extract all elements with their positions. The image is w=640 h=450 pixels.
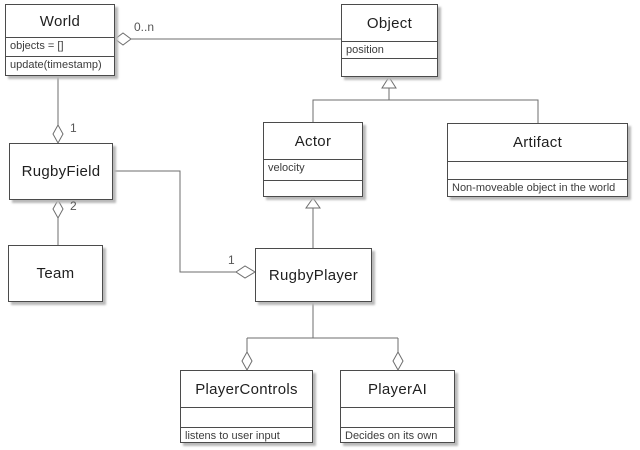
class-playercontrols-attributes: [181, 407, 312, 427]
class-rugbyfield-name: RugbyField: [21, 163, 101, 180]
class-team: Team: [8, 245, 103, 302]
class-artifact-name: Artifact: [512, 134, 563, 151]
class-playerai-operations: Decides on its own: [341, 427, 454, 442]
class-world-attributes: objects = []: [6, 37, 114, 56]
multiplicity-world-object: 0..n: [134, 20, 155, 34]
playerai-aggregation-diamond-icon: [392, 350, 404, 372]
class-artifact: Artifact Non-moveable object in the worl…: [447, 123, 628, 197]
class-actor: Actor velocity: [263, 122, 363, 197]
class-artifact-operations: Non-moveable object in the world: [448, 179, 627, 196]
world-rugbyfield-aggregation-diamond-icon: [52, 123, 64, 145]
class-actor-name: Actor: [294, 132, 332, 150]
class-playercontrols: PlayerControls listens to user input: [180, 370, 313, 443]
rugbyfield-rugbyplayer-association-line: [113, 170, 236, 273]
class-playerai-attributes: [341, 407, 454, 427]
class-actor-attributes: velocity: [264, 159, 362, 180]
class-actor-operations: [264, 180, 362, 196]
class-rugbyplayer-name: RugbyPlayer: [268, 266, 359, 284]
multiplicity-world-rugbyfield: 1: [70, 121, 77, 135]
class-rugbyfield: RugbyField: [9, 143, 113, 200]
class-world-name: World: [39, 12, 81, 30]
class-object-attributes: position: [342, 41, 437, 58]
actor-artifact-generalization-line: [312, 99, 539, 123]
class-playerai: PlayerAI Decides on its own: [340, 370, 455, 443]
class-playercontrols-operations: listens to user input: [181, 427, 312, 442]
class-team-name: Team: [36, 265, 75, 282]
playercontrols-aggregation-diamond-icon: [241, 350, 253, 372]
class-artifact-attributes: [448, 161, 627, 179]
class-world: World objects = [] update(timestamp): [5, 4, 115, 76]
class-rugbyplayer: RugbyPlayer: [255, 248, 372, 302]
actor-inheritance-triangle-icon: [305, 197, 321, 209]
class-object-name: Object: [366, 14, 413, 32]
class-playerai-name: PlayerAI: [367, 380, 428, 398]
rugbyfield-rugbyplayer-aggregation-diamond-icon: [235, 265, 256, 279]
multiplicity-rugbyfield-rugbyplayer: 1: [228, 253, 235, 267]
class-playercontrols-name: PlayerControls: [195, 380, 298, 398]
world-object-aggregation-diamond-icon: [114, 32, 132, 46]
class-object: Object position: [341, 4, 438, 77]
rugbyfield-team-aggregation-diamond-icon: [52, 198, 64, 220]
class-object-operations: [342, 58, 437, 76]
class-world-operations: update(timestamp): [6, 56, 114, 75]
object-inheritance-triangle-icon: [381, 76, 397, 89]
multiplicity-rugbyfield-team: 2: [70, 199, 77, 213]
